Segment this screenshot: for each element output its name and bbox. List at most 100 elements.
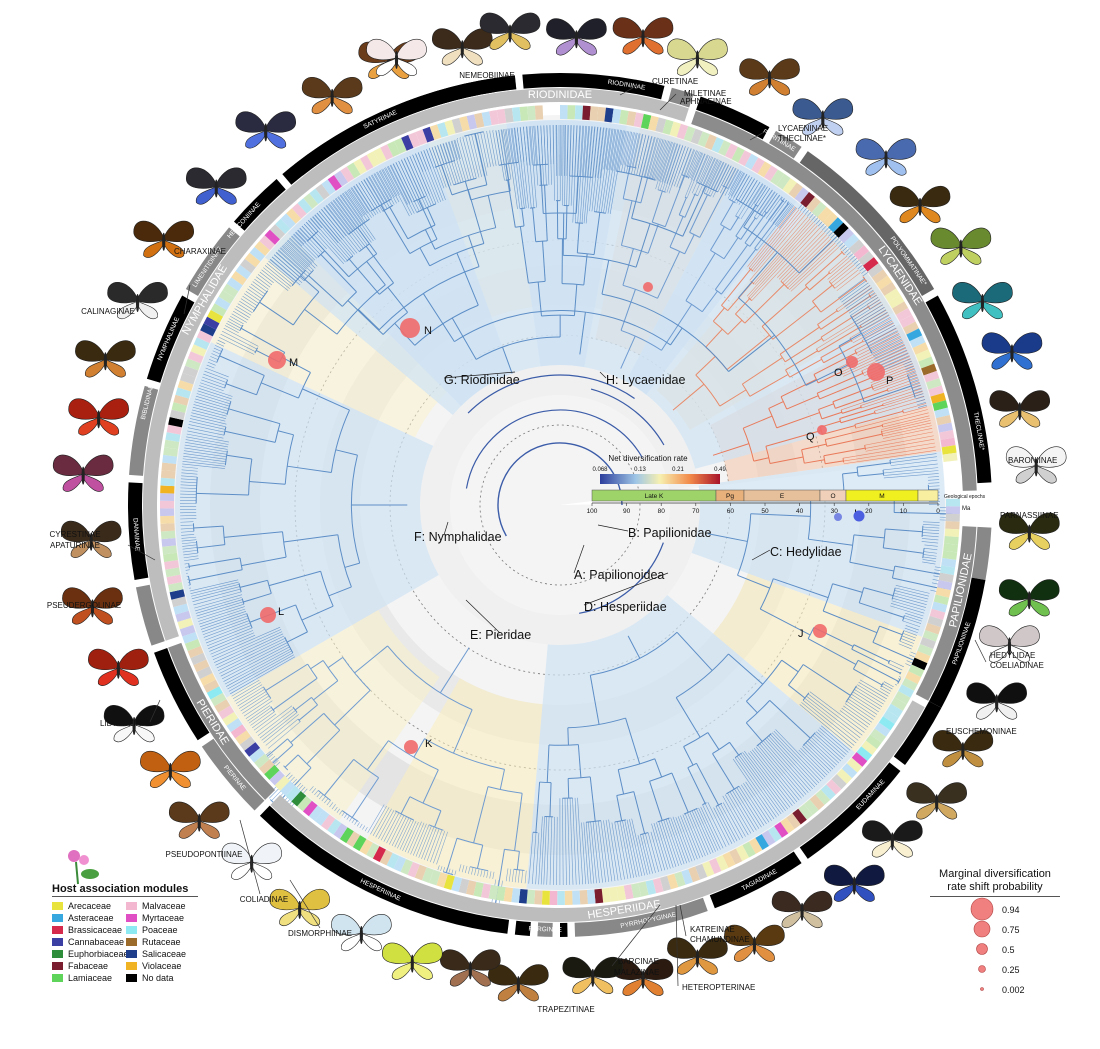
subfamily-label-nemeobinae: NEMEOBIINAE bbox=[459, 71, 515, 80]
butterfly-hindwing-left bbox=[246, 130, 266, 148]
time-tick-label: 20 bbox=[865, 508, 873, 515]
butterfly-forewing-left bbox=[432, 29, 462, 50]
butterfly-hindwing-left bbox=[866, 157, 886, 175]
subfamily-label-coliadinae: COLIADINAE bbox=[240, 895, 288, 904]
butterfly-body bbox=[591, 969, 594, 987]
butterfly-body bbox=[198, 814, 201, 832]
shift-label-l: L bbox=[278, 606, 284, 618]
butterfly-hindwing-right bbox=[518, 983, 538, 1001]
butterfly-body bbox=[360, 926, 363, 944]
butterfly-forewing-left bbox=[440, 950, 470, 971]
butterfly-forewing-right bbox=[99, 399, 129, 420]
rate-scale-title: Net diversification rate bbox=[608, 454, 688, 463]
epoch-label: O bbox=[830, 493, 835, 500]
host-legend-item: Rutaceae bbox=[126, 936, 200, 947]
time-tick-label: 40 bbox=[796, 508, 804, 515]
butterfly-forewing-right bbox=[1012, 333, 1042, 354]
host-legend-item: Poaceae bbox=[126, 924, 200, 935]
butterfly-body bbox=[696, 51, 699, 69]
butterfly-forewing-left bbox=[88, 649, 118, 670]
butterfly-icon bbox=[856, 139, 916, 175]
host-tip bbox=[945, 529, 959, 538]
host-tip bbox=[565, 891, 573, 905]
butterfly-forewing-right bbox=[1029, 580, 1059, 601]
butterfly-forewing-right bbox=[961, 228, 991, 249]
butterfly-icon bbox=[824, 865, 884, 901]
butterfly-forewing-left bbox=[667, 39, 697, 60]
host-colour-swatch bbox=[52, 914, 63, 922]
subfamily-label-lycaeninae: LYCAENINAE bbox=[778, 124, 828, 133]
shift-marker-j bbox=[813, 624, 827, 638]
butterfly-body bbox=[508, 25, 511, 43]
leaf-icon bbox=[81, 869, 99, 879]
butterfly-forewing-left bbox=[824, 865, 854, 886]
host-tip bbox=[160, 493, 174, 501]
butterfly-body bbox=[768, 70, 771, 88]
butterfly-forewing-left bbox=[69, 399, 99, 420]
butterfly-forewing-left bbox=[856, 139, 886, 160]
branch bbox=[843, 458, 844, 462]
ring-label: PYRGINAE bbox=[528, 926, 562, 934]
shift-marker-i-dot bbox=[854, 511, 865, 522]
host-legend-item: No data bbox=[126, 972, 200, 983]
host-tip bbox=[575, 105, 583, 119]
butterfly-hindwing-right bbox=[963, 749, 983, 767]
butterfly-hindwing-left bbox=[734, 944, 754, 962]
butterfly-forewing-left bbox=[140, 751, 170, 772]
subfamily-label-malazinae: MALAZINAE bbox=[614, 968, 659, 977]
butterfly-forewing-right bbox=[470, 950, 500, 971]
butterfly-hindwing-right bbox=[1012, 351, 1032, 369]
butterfly-hindwing-left bbox=[992, 351, 1012, 369]
butterfly-forewing-right bbox=[982, 282, 1012, 303]
butterfly-hindwing-left bbox=[442, 47, 462, 65]
butterfly-forewing-right bbox=[199, 802, 229, 823]
butterfly-hindwing-left bbox=[872, 839, 892, 857]
butterfly-hindwing-right bbox=[199, 821, 219, 839]
shift-marker-l bbox=[260, 607, 276, 623]
shift-marker-p bbox=[867, 363, 885, 381]
host-colour-swatch bbox=[126, 926, 137, 934]
butterfly-hindwing-left bbox=[900, 205, 920, 223]
butterfly-hindwing-right bbox=[1020, 409, 1040, 427]
host-legend-item: Fabaceae bbox=[52, 960, 126, 971]
butterfly-hindwing-left bbox=[196, 186, 216, 204]
butterfly-hindwing-left bbox=[179, 821, 199, 839]
subfamily-label-chamundinae: CHAMUNDINAE bbox=[690, 935, 750, 944]
butterfly-hindwing-right bbox=[937, 801, 957, 819]
butterfly-forewing-left bbox=[302, 77, 332, 98]
host-tip bbox=[587, 889, 596, 904]
butterfly-body bbox=[1018, 402, 1021, 420]
butterfly-icon bbox=[382, 943, 442, 979]
butterfly-icon bbox=[931, 228, 991, 264]
butterfly-forewing-left bbox=[890, 186, 920, 207]
host-colour-swatch bbox=[126, 962, 137, 970]
host-tip bbox=[560, 105, 568, 119]
subfamily-label-coeliadinae: COELIADINAE bbox=[990, 661, 1044, 670]
butterfly-forewing-right bbox=[576, 19, 606, 40]
host-tip bbox=[519, 889, 528, 904]
butterfly-hindwing-left bbox=[677, 58, 697, 76]
time-axis-unit: Ma bbox=[962, 506, 971, 512]
butterfly-forewing-left bbox=[772, 891, 802, 912]
host-tip bbox=[161, 470, 176, 479]
host-tip bbox=[161, 531, 176, 540]
time-tick-label: 90 bbox=[623, 508, 631, 515]
butterfly-forewing-right bbox=[920, 186, 950, 207]
butterfly-body bbox=[215, 179, 218, 197]
butterfly-forewing-right bbox=[266, 112, 296, 133]
subfamily-label-baroninae: BARONIINAE bbox=[1008, 456, 1057, 465]
butterfly-forewing-left bbox=[907, 783, 937, 804]
butterfly-body bbox=[995, 694, 998, 712]
butterfly-forewing-right bbox=[937, 783, 967, 804]
butterfly-body bbox=[1028, 525, 1031, 543]
butterfly-hindwing-right bbox=[892, 839, 912, 857]
butterfly-forewing-right bbox=[332, 77, 362, 98]
host-legend-label: Brassicaceae bbox=[68, 925, 122, 935]
butterfly-icon bbox=[999, 580, 1059, 616]
host-colour-swatch bbox=[52, 974, 63, 982]
shift-label-p: P bbox=[886, 375, 893, 387]
clade-label-b: B: Papilionidae bbox=[628, 526, 711, 540]
host-tip bbox=[557, 891, 565, 905]
